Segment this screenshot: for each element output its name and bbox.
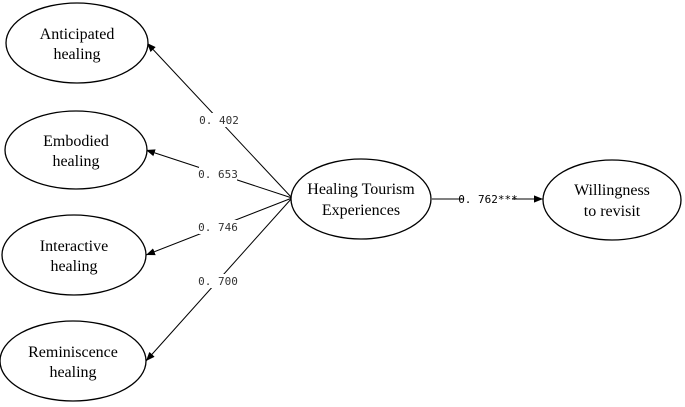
edge-label-reminiscence-text: 0. 700: [198, 275, 238, 288]
edge-label-embodied-text: 0. 653: [198, 168, 238, 181]
node-interactive-healing: Interactive healing: [1, 214, 147, 296]
node-anticipated-healing: Anticipated healing: [5, 2, 149, 84]
node-reminiscence-line2: healing: [49, 364, 96, 381]
edge-label-embodied: 0. 653: [198, 167, 238, 181]
node-center-line1: Healing Tourism: [307, 181, 415, 198]
node-healing-tourism-experiences: Healing Tourism Experiences: [290, 158, 432, 240]
node-anticipated-line1: Anticipated: [40, 26, 115, 43]
edge-label-anticipated: 0. 402: [199, 113, 239, 127]
node-embodied-line2: healing: [52, 153, 99, 170]
node-reminiscence-line1: Reminiscence: [28, 344, 118, 361]
edge-label-anticipated-text: 0. 402: [199, 114, 239, 127]
edge-label-reminiscence: 0. 700: [198, 274, 238, 288]
edge-label-interactive-text: 0. 746: [198, 221, 238, 234]
node-willingness-to-revisit: Willingness to revisit: [542, 159, 682, 241]
node-embodied-healing: Embodied healing: [4, 110, 148, 190]
edge-label-willingness-text: 0. 762***: [458, 193, 518, 206]
node-willingness-line1: Willingness: [574, 182, 650, 199]
node-interactive-line1: Interactive: [40, 238, 108, 255]
node-center-line2: Experiences: [322, 202, 400, 219]
node-embodied-line1: Embodied: [43, 133, 109, 150]
node-anticipated-line2: healing: [53, 46, 100, 63]
edge-label-interactive: 0. 746: [198, 220, 238, 234]
node-reminiscence-healing: Reminiscence healing: [0, 320, 147, 402]
edge-label-willingness: 0. 762***: [458, 193, 518, 206]
node-interactive-line2: healing: [50, 258, 97, 275]
node-willingness-line2: to revisit: [584, 203, 641, 220]
